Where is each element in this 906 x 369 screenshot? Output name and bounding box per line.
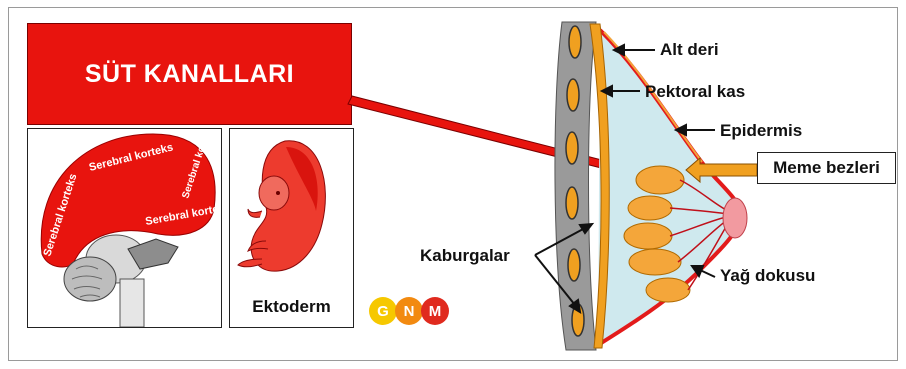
meme-bezleri-label: Meme bezleri	[773, 158, 880, 178]
nipple	[723, 198, 747, 238]
gnm-logo: G N M	[369, 295, 451, 329]
logo-letter-g: G	[369, 297, 397, 325]
pektoral-kas-label: Pektoral kas	[645, 82, 745, 102]
epidermis-label: Epidermis	[720, 121, 802, 141]
logo-letter-n: N	[395, 297, 423, 325]
alt-deri-label: Alt deri	[660, 40, 719, 60]
meme-bezleri-box: Meme bezleri	[757, 152, 896, 184]
yag-dokusu-label: Yağ dokusu	[720, 266, 815, 286]
logo-letter-m: M	[421, 297, 449, 325]
meme-bezleri-arrow	[686, 158, 757, 182]
kaburgalar-label: Kaburgalar	[420, 246, 510, 266]
